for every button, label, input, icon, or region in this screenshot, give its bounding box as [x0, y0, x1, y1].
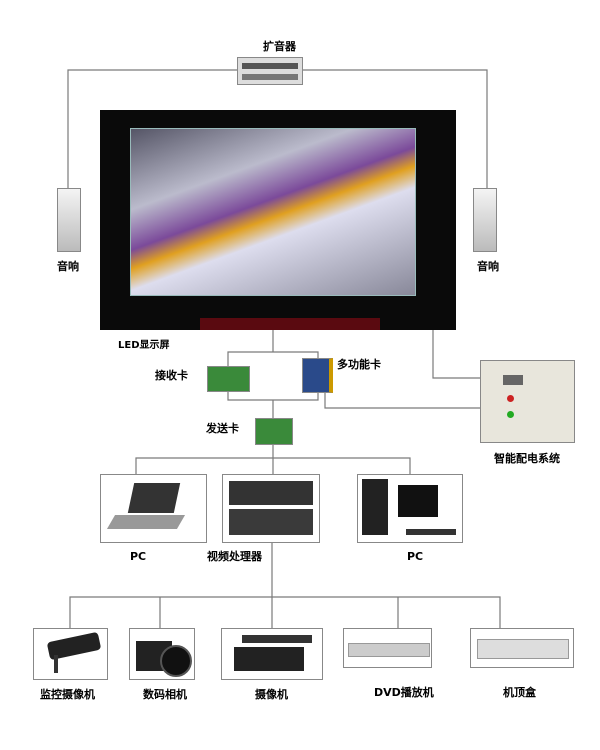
send-card-icon [255, 418, 293, 445]
power-cabinet-icon [480, 360, 575, 443]
send-card-label: 发送卡 [206, 422, 239, 435]
multifunction-card-label: 多功能卡 [337, 358, 381, 371]
speaker-left-label: 音响 [57, 260, 79, 273]
speaker-right-icon [473, 188, 497, 252]
multifunction-card-icon [302, 358, 333, 393]
video-processor-box [222, 474, 320, 543]
dvd-player-label: DVD播放机 [374, 686, 434, 699]
speaker-left-icon [57, 188, 81, 252]
amplifier-device [237, 57, 303, 85]
receive-card-icon [207, 366, 250, 392]
surveillance-camera-box [33, 628, 108, 680]
surveillance-camera-label: 监控摄像机 [40, 688, 95, 701]
camcorder-label: 摄像机 [255, 688, 288, 701]
digital-camera-label: 数码相机 [143, 688, 187, 701]
digital-camera-box [129, 628, 195, 680]
screen-image [130, 128, 416, 296]
video-processor-label: 视频处理器 [207, 550, 262, 563]
pc-right-label: PC [407, 550, 424, 563]
led-screen-label: LED显示屏 [118, 340, 170, 351]
pc-right-box [357, 474, 463, 543]
set-top-box-label: 机顶盒 [503, 686, 536, 699]
led-screen [100, 110, 456, 330]
power-system-label: 智能配电系统 [494, 452, 560, 465]
pc-left-label: PC [130, 550, 147, 563]
dvd-player-box [343, 628, 432, 668]
camcorder-box [221, 628, 323, 680]
speaker-right-label: 音响 [477, 260, 499, 273]
pc-left-box [100, 474, 207, 543]
set-top-box-box [470, 628, 574, 668]
amplifier-label: 扩音器 [263, 40, 296, 53]
receive-card-label: 接收卡 [155, 369, 188, 382]
